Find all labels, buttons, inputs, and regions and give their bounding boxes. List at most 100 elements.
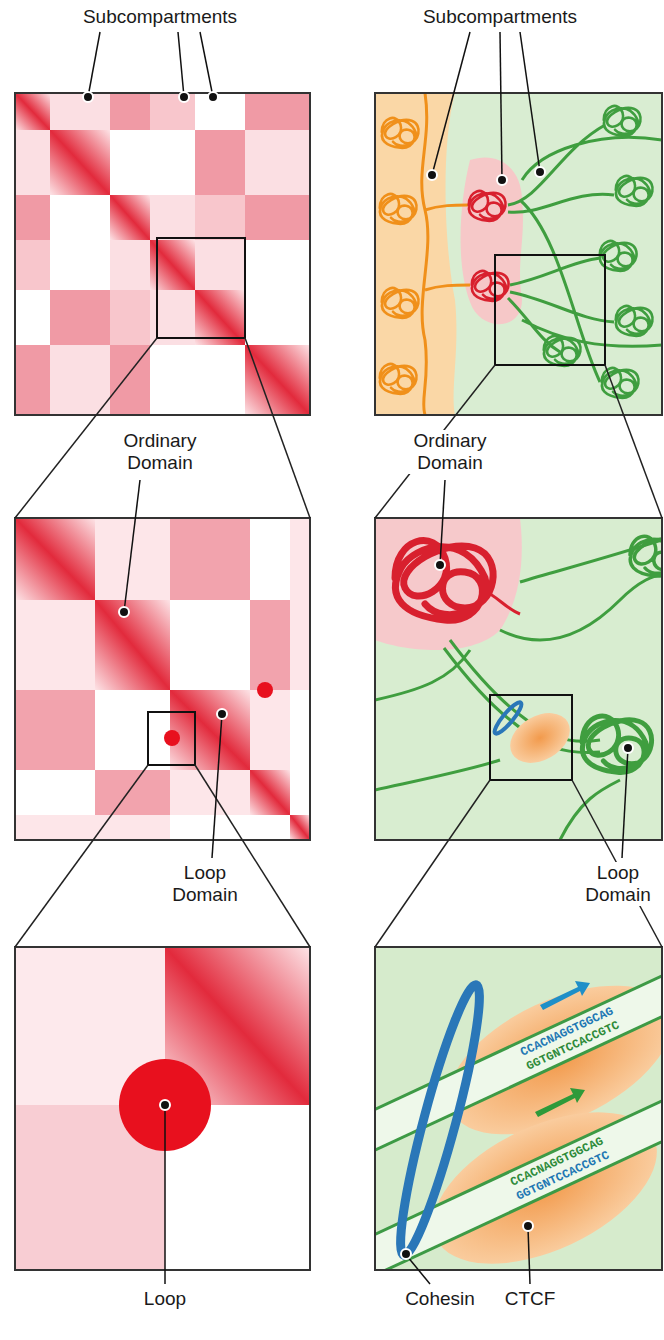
leader-dot: [427, 170, 437, 180]
pink-region: [461, 157, 523, 324]
heatmap-ground: [15, 947, 310, 1270]
chromatin-coil: [616, 176, 653, 206]
heatmap-cell: [15, 93, 50, 130]
leader-line: [528, 1228, 530, 1284]
leader-dot: [497, 175, 507, 185]
loop-dot: [164, 730, 180, 746]
molecular-panel: [375, 947, 662, 1270]
heatmap-cell: [245, 345, 310, 415]
chromatin-coil: [582, 716, 651, 772]
heatmap-cell: [110, 195, 150, 240]
orange-region: [375, 93, 456, 415]
heatmap-panel: [15, 518, 310, 840]
cohesin-ring: [388, 981, 491, 1260]
zoom-box: [490, 695, 572, 780]
heatmap-cell: [195, 130, 245, 195]
leader-line: [407, 1256, 430, 1284]
heatmap-cell: [170, 770, 250, 815]
leader-lines: [88, 32, 628, 1284]
heatmap-cell: [195, 240, 245, 290]
heatmap-cell: [95, 518, 170, 600]
chromatin-panel: [375, 93, 662, 415]
panel-border: [15, 947, 310, 1270]
leader-line: [212, 714, 222, 858]
heatmap-panel: [15, 93, 310, 415]
leader-dot: [119, 607, 129, 617]
chromatin-strand: [425, 205, 470, 290]
leader-dot: [83, 92, 93, 102]
region-label: Loop Domain: [165, 862, 245, 906]
zoom-line: [15, 765, 148, 947]
region-label: Loop Domain: [578, 862, 658, 906]
zoom-line: [15, 338, 157, 518]
panel-border: [375, 947, 662, 1270]
heatmap-cell: [15, 815, 95, 840]
zoom-line: [605, 365, 662, 518]
heatmap-cell: [290, 600, 310, 690]
cohesin-ring: [491, 699, 524, 736]
heatmap-panel: [15, 947, 310, 1270]
heatmap-cell: [150, 195, 195, 240]
chromatin-coil: [630, 536, 662, 576]
heatmap-cell: [245, 93, 310, 130]
panel-border: [15, 518, 310, 840]
chromatin-panel: [375, 518, 662, 840]
chromatin-coil: [544, 336, 581, 366]
chromatin-coil: [472, 271, 509, 301]
leader-line: [432, 32, 470, 175]
chromatin-coil: [395, 541, 493, 621]
leader-line: [520, 32, 540, 172]
zoom-box: [148, 712, 195, 765]
heatmap-cell: [15, 600, 95, 690]
leader-dot: [535, 167, 545, 177]
leader-dot: [179, 92, 189, 102]
leader-line: [124, 480, 140, 612]
zoom-box: [157, 238, 245, 338]
leader-line: [164, 1108, 166, 1284]
region-label: Ordinary Domain: [400, 430, 500, 474]
dna-strand: [375, 986, 662, 1139]
chromatin-coil: [380, 194, 417, 224]
heatmap-cell: [50, 93, 110, 130]
heatmap-cell: [290, 815, 310, 840]
leader-line: [622, 748, 628, 858]
region-label: Subcompartments: [405, 6, 595, 28]
heatmap-cell: [50, 130, 110, 195]
heatmap-cell: [110, 290, 150, 345]
zoom-box: [495, 255, 605, 365]
chromatin-coil: [604, 106, 641, 136]
pink-region: [375, 518, 522, 650]
region-label: Ordinary Domain: [110, 430, 210, 474]
dna-strand: [375, 986, 662, 1139]
green-region: [375, 518, 662, 840]
leader-dot: [435, 560, 445, 570]
loop-dot: [257, 682, 273, 698]
leader-dot: [401, 1249, 411, 1259]
callout-label: Cohesin: [390, 1288, 490, 1310]
heatmap-cell: [15, 690, 95, 770]
heatmap-cell: [50, 345, 110, 415]
heatmap-cell: [250, 690, 290, 770]
heatmap-cell: [15, 518, 95, 600]
zoom-line: [572, 780, 662, 947]
heatmap-cell: [150, 93, 195, 130]
heatmap-ground: [15, 93, 310, 415]
leader-line: [200, 32, 213, 97]
motif-arrow: [535, 1088, 585, 1117]
heatmap-cell: [110, 93, 150, 130]
heatmap-cell: [245, 195, 310, 240]
heatmap-cell: [95, 600, 170, 690]
leader-dot: [623, 743, 633, 753]
green-region: [375, 93, 662, 415]
panel-border: [15, 93, 310, 415]
callout-label: Loop: [125, 1288, 205, 1310]
heatmap-cell: [250, 600, 290, 690]
heatmap-cell: [110, 240, 150, 290]
zoom-lines: [15, 338, 662, 947]
chromatin-strand: [508, 125, 662, 382]
motif-arrow: [540, 981, 590, 1010]
panel-border: [375, 93, 662, 415]
heatmap-cell: [195, 195, 245, 240]
